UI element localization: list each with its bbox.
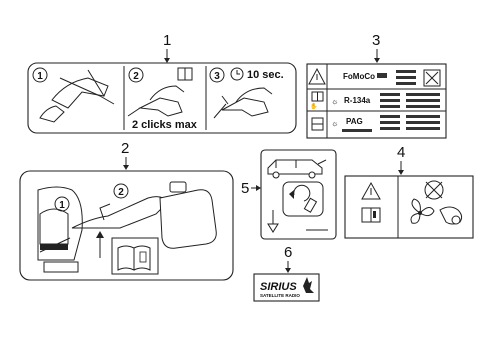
- time-text: 10 sec.: [247, 69, 284, 81]
- warning-triangle-icon: [308, 67, 326, 85]
- sirius-brand-text: SIRIUS: [260, 281, 297, 293]
- book-icon: [311, 91, 324, 102]
- callout-number-3: 3: [372, 32, 380, 49]
- callout-1: 1: [163, 32, 171, 63]
- qr-code-icon: [423, 69, 441, 87]
- step-2-badge: [113, 183, 129, 199]
- label-6-sirius-satellite-radio-badge: SIRIUS SATELLITE RADIO: [253, 273, 320, 302]
- van-icon: [267, 159, 327, 179]
- label-2-fuel-funnel-diagram: 1 2: [19, 170, 234, 281]
- fuel-nozzle-icon: [127, 85, 185, 117]
- fuel-can-icon: [159, 181, 217, 249]
- callout-5: 5: [241, 180, 261, 197]
- label-1-capless-fuel-instructions: 1 2 2 clicks max 3 10 sec.: [27, 62, 297, 134]
- book-icon: [177, 67, 193, 81]
- callout-4: 4: [397, 144, 405, 175]
- hand-icon: ✋: [310, 102, 317, 110]
- dog-logo-icon: [303, 277, 314, 293]
- callout-6: 6: [284, 244, 292, 273]
- seat-control-icon: [282, 181, 324, 217]
- callout-number-5: 5: [241, 180, 249, 197]
- no-symbol-icon: [424, 180, 444, 200]
- book-icon: [361, 207, 381, 223]
- callout-number-6: 6: [284, 244, 292, 261]
- clicks-max-text: 2 clicks max: [132, 119, 198, 131]
- label-3-ac-refrigerant-label: FoMoCo ✋ ☼ R-134a ☼ PAG: [306, 63, 447, 139]
- step-2-number: 2: [118, 187, 124, 198]
- step-1-number: 1: [37, 71, 43, 82]
- fuel-nozzle-icon: [213, 87, 273, 119]
- engine-icon: [311, 117, 324, 131]
- brand-text: FoMoCo: [343, 72, 375, 81]
- step-2-number: 2: [133, 71, 139, 82]
- label-4-fan-warning-label: [344, 175, 474, 239]
- callout-2: 2: [121, 140, 129, 170]
- label-5-vehicle-instruction-label: [260, 149, 337, 240]
- step-3-number: 3: [214, 71, 220, 82]
- hand-icon: [439, 206, 463, 225]
- step-1-badge: [32, 67, 48, 83]
- callout-number-4: 4: [397, 144, 405, 161]
- refrigerant-text: R-134a: [344, 96, 371, 105]
- arrow-up-icon: [96, 231, 104, 258]
- step-2-badge: [128, 67, 144, 83]
- arrow-down-icon: [267, 210, 279, 233]
- step-1-number: 1: [59, 200, 65, 211]
- sun-icon: ☼: [331, 97, 338, 106]
- callout-3: 3: [372, 32, 380, 63]
- callout-number-2: 2: [121, 140, 129, 157]
- book-icon: [111, 237, 159, 275]
- callout-number-1: 1: [163, 32, 171, 49]
- step-3-badge: [209, 67, 225, 83]
- oil-type-text: PAG: [346, 117, 363, 126]
- clock-icon: [230, 67, 244, 81]
- satellite-radio-text: SATELLITE RADIO: [260, 293, 300, 298]
- sun-icon: ☼: [331, 119, 338, 128]
- warning-triangle-icon: [361, 181, 381, 200]
- fuel-nozzle-icon: [39, 69, 115, 123]
- fan-icon: [410, 198, 435, 224]
